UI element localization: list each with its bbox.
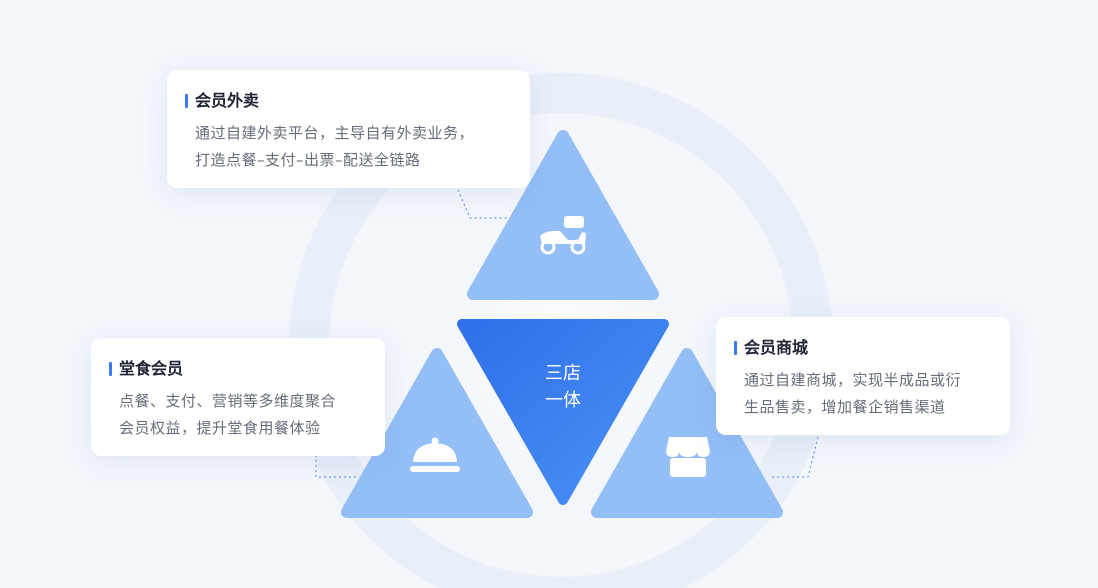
card-description-line: 生品售卖，增加餐企销售渠道 — [744, 398, 946, 416]
triangle-takeout — [467, 130, 659, 300]
connector-takeout — [457, 189, 508, 219]
card-description-line: 点餐、支付、营销等多维度聚合 — [119, 392, 337, 410]
card-description-line: 通过自建外卖平台，主导自有外卖业务， — [195, 124, 475, 142]
triangle-dine-in — [341, 348, 533, 518]
scooter-icon — [540, 216, 586, 255]
card-takeout: 会员外卖 通过自建外卖平台，主导自有外卖业务， 打造点餐–支付–出票–配送全链路 — [167, 70, 530, 188]
food-cloche-icon — [410, 437, 460, 472]
center-label: 三店 一体 — [511, 360, 615, 414]
storefront-icon — [666, 437, 710, 477]
card-description: 点餐、支付、营销等多维度聚合 会员权益，提升堂食用餐体验 — [109, 388, 367, 442]
card-description: 通过自建商城，实现半成品或衍 生品售卖，增加餐企销售渠道 — [734, 367, 992, 421]
card-title: 会员商城 — [734, 337, 992, 359]
card-dine-in: 堂食会员 点餐、支付、营销等多维度聚合 会员权益，提升堂食用餐体验 — [91, 338, 385, 456]
card-mall: 会员商城 通过自建商城，实现半成品或衍 生品售卖，增加餐企销售渠道 — [716, 317, 1010, 435]
center-label-line2: 一体 — [545, 390, 581, 411]
card-title: 堂食会员 — [109, 358, 367, 380]
triangle-center — [457, 319, 669, 505]
center-label-line1: 三店 — [545, 363, 581, 384]
card-description: 通过自建外卖平台，主导自有外卖业务， 打造点餐–支付–出票–配送全链路 — [185, 120, 512, 174]
card-description-line: 通过自建商城，实现半成品或衍 — [744, 371, 962, 389]
connector-mall — [770, 436, 819, 478]
card-description-line: 打造点餐–支付–出票–配送全链路 — [195, 151, 421, 169]
card-description-line: 会员权益，提升堂食用餐体验 — [119, 419, 321, 437]
card-title: 会员外卖 — [185, 90, 512, 112]
connector-dine-in — [315, 455, 356, 478]
